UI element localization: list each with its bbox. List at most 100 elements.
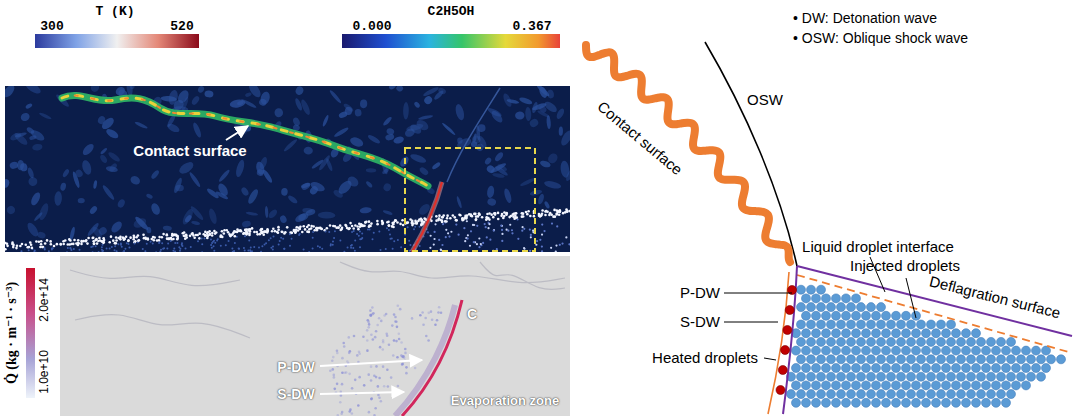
- droplet: [190, 246, 192, 248]
- droplet: [282, 238, 284, 240]
- flow-structure: [163, 225, 173, 231]
- droplet: [892, 329, 901, 338]
- droplet: [21, 243, 24, 246]
- droplet: [85, 239, 88, 242]
- droplet: [73, 239, 76, 242]
- droplet: [399, 223, 402, 226]
- evaporation-spot: [329, 369, 332, 372]
- droplet: [294, 230, 297, 233]
- droplet: [289, 233, 291, 235]
- droplet: [480, 243, 482, 245]
- droplet-field: [5, 208, 570, 252]
- droplet: [98, 251, 100, 252]
- droplet: [155, 251, 157, 252]
- droplet: [114, 245, 116, 247]
- droplet: [927, 390, 936, 399]
- flow-structure: [408, 123, 422, 136]
- droplet: [277, 228, 280, 231]
- droplet: [407, 226, 409, 228]
- droplet: [957, 390, 966, 399]
- droplet: [1002, 398, 1011, 407]
- droplet: [503, 215, 506, 218]
- flow-structure: [555, 107, 566, 120]
- droplet: [40, 243, 43, 246]
- droplet: [922, 346, 931, 355]
- droplet: [827, 320, 836, 329]
- flow-structure: [418, 114, 433, 120]
- droplet: [962, 398, 971, 407]
- droplet: [541, 250, 543, 252]
- flow-structure: [166, 122, 181, 134]
- droplet: [386, 227, 388, 229]
- droplet: [550, 213, 553, 216]
- droplet: [360, 225, 363, 228]
- droplet: [912, 364, 921, 373]
- droplet: [529, 250, 531, 252]
- droplet: [102, 241, 105, 244]
- schematic-label: Heated droplets: [652, 349, 758, 366]
- droplet: [568, 243, 570, 245]
- evaporation-spot: [394, 320, 397, 323]
- flow-structure: [418, 166, 429, 176]
- droplet: [162, 233, 165, 236]
- droplet: [977, 355, 986, 364]
- droplet: [339, 229, 342, 232]
- droplet: [562, 212, 565, 215]
- droplet: [469, 245, 471, 247]
- droplet: [962, 329, 971, 338]
- droplet: [261, 245, 263, 247]
- droplet: [279, 240, 281, 242]
- droplet: [827, 337, 836, 346]
- droplet: [442, 223, 444, 225]
- droplet: [982, 364, 991, 373]
- droplet: [543, 230, 545, 232]
- droplet: [485, 218, 488, 221]
- droplet: [907, 372, 916, 381]
- droplet: [260, 251, 262, 252]
- droplet: [80, 240, 83, 243]
- droplet: [872, 329, 881, 338]
- droplet: [937, 355, 946, 364]
- droplet: [902, 364, 911, 373]
- droplet: [92, 251, 94, 252]
- droplet: [334, 225, 337, 228]
- pointer-arrow: [320, 392, 404, 394]
- flow-structure: [473, 133, 478, 142]
- droplet: [445, 220, 448, 223]
- schematic-label: S-DW: [680, 313, 720, 330]
- droplet: [330, 243, 332, 245]
- droplet: [381, 220, 384, 223]
- droplet: [87, 237, 90, 240]
- droplet: [91, 237, 94, 240]
- oblique-shock-trace: [447, 88, 500, 182]
- evaporation-spot: [396, 356, 399, 359]
- droplet: [797, 303, 806, 312]
- flow-structure: [354, 109, 362, 117]
- evaporation-spot: [394, 316, 397, 319]
- droplet: [372, 238, 374, 240]
- droplet: [847, 372, 856, 381]
- evaporation-spot: [422, 323, 425, 326]
- droplet: [492, 216, 495, 219]
- droplet: [446, 217, 449, 220]
- droplet: [513, 212, 516, 215]
- flow-structure: [234, 159, 245, 178]
- droplet: [977, 372, 986, 381]
- droplet: [295, 226, 298, 229]
- droplet: [261, 232, 264, 235]
- droplet: [225, 244, 227, 246]
- evaporation-spot: [354, 379, 357, 382]
- droplet: [133, 241, 136, 244]
- schematic-label: Injected droplets: [850, 257, 960, 274]
- droplet: [62, 243, 65, 246]
- evaporation-spot: [341, 383, 344, 386]
- droplet: [852, 329, 861, 338]
- flow-structure: [99, 154, 108, 164]
- evaporation-spot: [393, 339, 396, 342]
- droplet: [176, 242, 178, 244]
- droplet: [862, 364, 871, 373]
- heated-droplets: [776, 286, 797, 395]
- droplet: [842, 294, 851, 303]
- evaporation-spot: [369, 309, 372, 312]
